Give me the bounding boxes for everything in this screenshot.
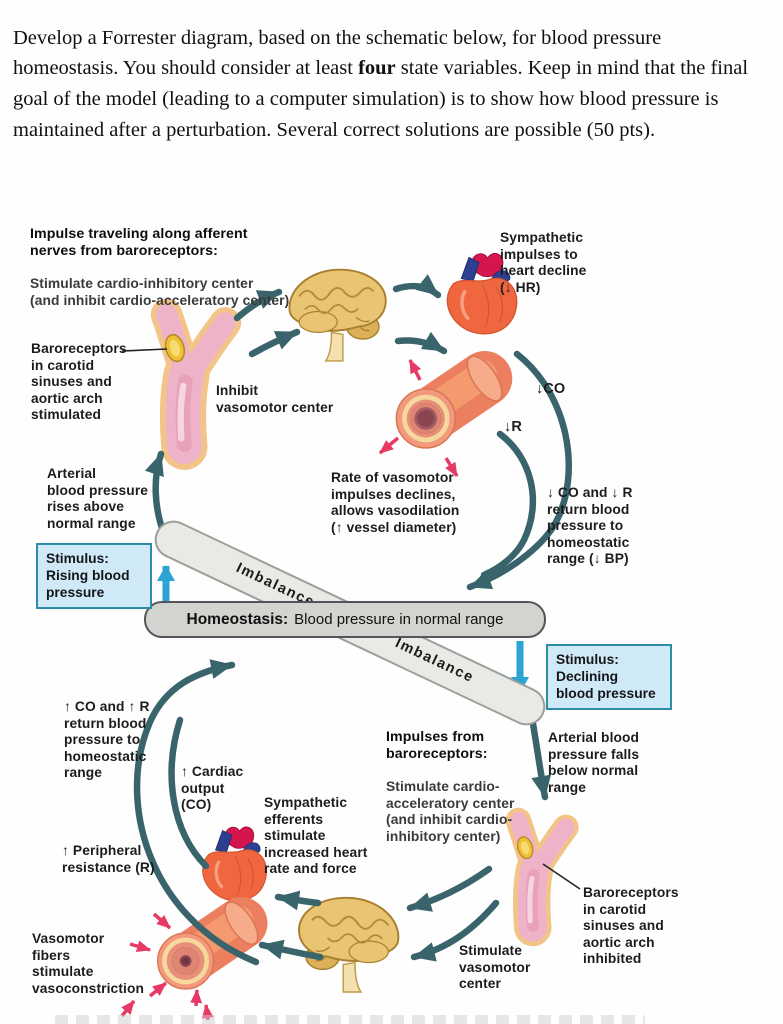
homeostasis-title: Homeostasis: — [186, 610, 289, 628]
label-vasomotor-fibers: Vasomotor fibers stimulate vasoconstrict… — [32, 931, 145, 996]
label-inhibit-vasomotor: Inhibit vasomotor center — [216, 383, 334, 415]
label-baroreceptors-stimulated: Baroreceptors in carotid sinuses and aor… — [31, 341, 127, 423]
blood-vessel-constricted-illustration — [158, 897, 264, 989]
stimulus-declining-box: Stimulus: Declining blood pressure — [546, 644, 672, 710]
label-co-r-return-down: ↓ CO and ↓ R return blood pressure to ho… — [547, 485, 633, 567]
label-afferent-impulses-header: Impulse traveling along afferent nerves … — [30, 225, 248, 259]
label-baroreceptors-inhibited: Baroreceptors in carotid sinuses and aor… — [583, 885, 679, 967]
homeostasis-bar: Homeostasis: Blood pressure in normal ra… — [144, 601, 546, 638]
label-afferent-impulses-sub: Stimulate cardio-inhibitory center (and … — [30, 276, 290, 308]
label-r-down: ↓R — [504, 419, 522, 435]
label-impulses-baroreceptors-sub: Stimulate cardio- acceleratory center (a… — [386, 779, 515, 844]
label-stimulate-vasomotor: Stimulate vasomotor center — [459, 943, 531, 992]
lower-feedback-arrows — [133, 659, 552, 966]
label-arterial-rises: Arterial blood pressure rises above norm… — [47, 466, 149, 531]
label-sympathetic-decline: Sympathetic impulses to heart decline (↓… — [500, 230, 587, 295]
label-sympathetic-efferents: Sympathetic efferents stimulate increase… — [264, 795, 368, 877]
cropped-caption-remnant — [55, 1015, 645, 1024]
label-rate-vasomotor: Rate of vasomotor impulses declines, all… — [331, 470, 460, 535]
label-peripheral-resistance-up: ↑ Peripheral resistance (R) — [62, 843, 155, 875]
brain-illustration-lower — [298, 896, 400, 993]
label-impulses-baroreceptors-header: Impulses from baroreceptors: — [386, 728, 488, 762]
pointer-lines — [121, 348, 581, 890]
vasodilation-arrows — [378, 359, 459, 477]
question-text: Develop a Forrester diagram, based on th… — [13, 23, 770, 146]
homeostasis-text: Blood pressure in normal range — [294, 611, 504, 628]
question-text-before: Develop a Forrester diagram, based on th… — [13, 26, 662, 80]
label-impulses-baroreceptors: Impulses from baroreceptors: Stimulate c… — [386, 712, 514, 862]
label-co-r-return-up: ↑ CO and ↑ R return blood pressure to ho… — [64, 699, 150, 781]
vasoconstriction-arrows — [120, 912, 214, 1021]
stimulus-rising-box: Stimulus: Rising blood pressure — [36, 543, 152, 609]
question-text-after: state variables. Keep in mind that the f… — [13, 57, 749, 141]
label-afferent-impulses: Impulse traveling along afferent nerves … — [30, 209, 289, 326]
label-co-down: ↓CO — [536, 381, 566, 397]
question-bold-word: four — [358, 57, 396, 80]
label-cardiac-output-up: ↑ Cardiac output (CO) — [181, 764, 244, 813]
carotid-artery-stimulated-illustration — [163, 315, 226, 447]
label-arterial-falls: Arterial blood pressure falls below norm… — [548, 730, 640, 795]
brain-illustration-upper — [288, 268, 387, 362]
heart-illustration-lower — [201, 825, 269, 903]
